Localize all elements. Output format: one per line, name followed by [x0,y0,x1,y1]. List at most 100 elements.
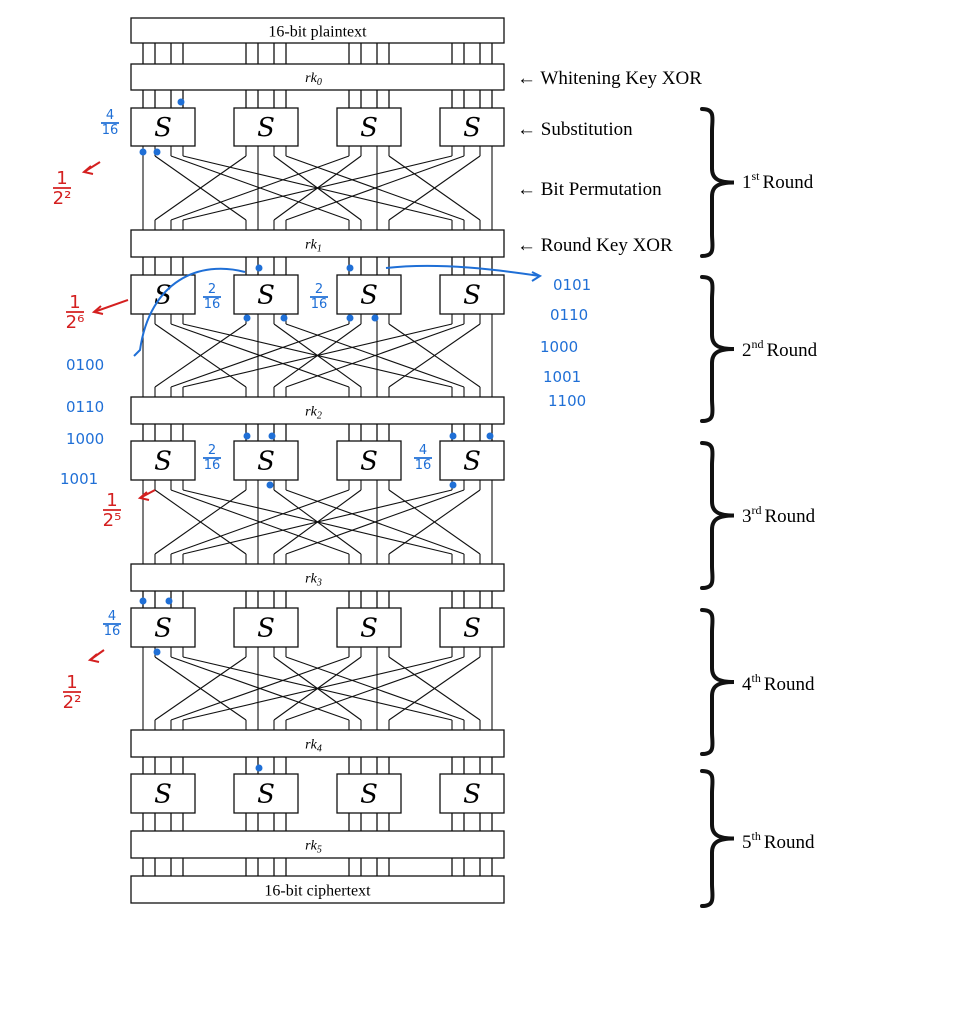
svg-text:4: 4 [419,443,427,458]
blue-fraction: 216 [310,282,328,312]
perm-wire [182,155,453,221]
sbox-label: S [463,447,481,477]
right-bits-value: 1001 [543,368,581,386]
sbox [439,107,505,147]
perm-wire [182,323,453,388]
svg-text:16: 16 [104,624,121,639]
red-arrow [93,299,129,313]
blue-fraction: 416 [103,609,121,639]
svg-text:16: 16 [204,458,221,473]
left-bits-value: 0110 [66,398,104,416]
blue-fraction: 216 [203,443,221,473]
red-probability: 12⁶ [66,292,85,333]
right-bits-value: 1000 [540,338,578,356]
svg-text:4: 4 [106,108,114,123]
sbox [233,107,299,147]
perm-wire [170,656,350,721]
blue-fraction: 416 [101,108,119,138]
sbox-label: S [257,780,275,810]
sbox-label: S [463,780,481,810]
side-label-permutation: ← Bit Permutation [517,179,662,200]
sbox-label: S [463,614,481,644]
perm-wire [170,489,350,555]
sbox-label: S [154,780,172,810]
sbox [336,107,402,147]
round-key-subscript: 5 [317,845,322,856]
blue-dot [280,314,288,322]
round-brace [700,608,735,756]
ciphertext-box [130,875,505,904]
sbox-label: S [154,614,172,644]
sbox-label: S [360,447,378,477]
round-key-subscript: 3 [316,578,322,589]
svg-text:4: 4 [108,609,116,624]
round-brace [700,107,735,258]
right-bits-value: 0101 [553,276,591,294]
round-braces [700,107,735,908]
side-label-whitening: ← Whitening Key XOR [517,68,702,89]
blue-dot [139,148,147,156]
svg-text:1: 1 [106,490,117,511]
blue-fraction: 216 [203,282,221,312]
svg-text:2²: 2² [63,692,82,713]
round-key-box [130,396,505,425]
perm-wire [388,323,481,388]
sbox [130,440,196,481]
perm-wire [154,323,247,388]
sbox [439,274,505,315]
round-brace [700,769,735,908]
sbox [439,773,505,814]
sbox-label: S [360,614,378,644]
svg-text:1: 1 [66,672,77,693]
left-bits-value: 1001 [60,470,98,488]
perm-wire [182,656,453,721]
svg-text:1: 1 [69,292,80,313]
blue-dot [346,264,354,272]
sbox [233,274,299,315]
ciphertext-label: 16-bit ciphertext [264,883,371,900]
boxes [130,17,505,904]
round-key-subscript: 0 [317,77,322,88]
sbox-label: S [257,281,275,311]
round-key-box [130,229,505,258]
blue-dot [153,648,161,656]
bit-wires [142,43,493,876]
sbox [336,607,402,648]
sbox [233,607,299,648]
sbox-label: S [360,281,378,311]
blue-dot [165,597,173,605]
round-key-box [130,729,505,758]
perm-wire [170,323,350,388]
sbox [130,773,196,814]
blue-dot [449,481,457,489]
sbox [233,773,299,814]
sbox-label: S [463,113,481,143]
sbox [336,773,402,814]
blue-dot [153,148,161,156]
perm-wire [182,489,453,555]
red-arrow-head [91,305,104,315]
perm-wire [388,155,481,221]
side-label-round_key_xor: ← Round Key XOR [517,235,673,256]
plaintext-label: 16-bit plaintext [268,24,367,41]
blue-arrow-head [531,271,543,282]
blue-dot [243,314,251,322]
red-arrow-head [87,653,100,663]
handwritten-annotations: 41621621621641641612²12⁶12⁵12²0100011010… [53,98,591,772]
red-probability: 12² [63,672,82,713]
svg-text:2: 2 [208,282,216,297]
sbox-label: S [360,113,378,143]
sbox-label: S [154,447,172,477]
svg-text:2: 2 [208,443,216,458]
left-bits-value: 0100 [66,356,104,374]
sbox [130,607,196,648]
round-key-subscript: 1 [317,244,322,255]
round-brace [700,441,735,590]
sbox [336,274,402,315]
blue-dot [139,597,147,605]
blue-dot [449,432,457,440]
